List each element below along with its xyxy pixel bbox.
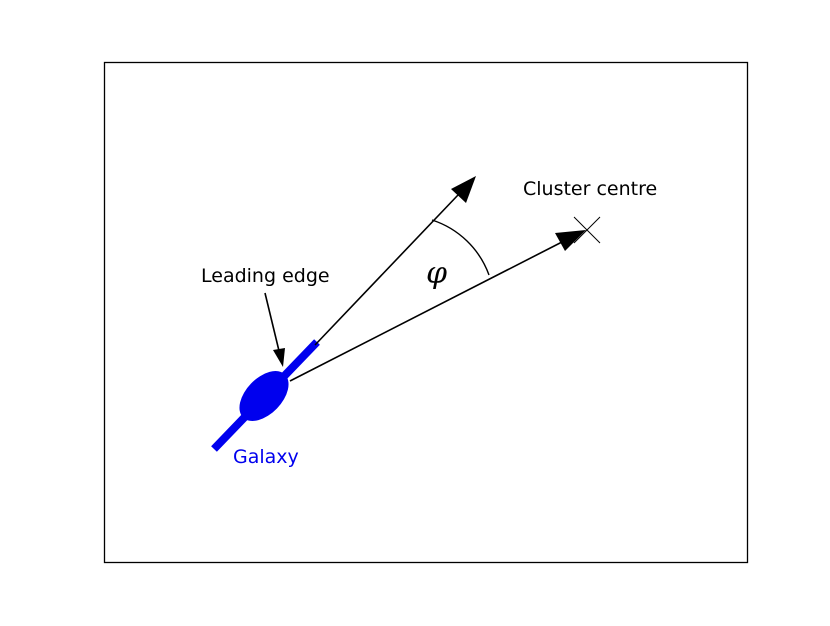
cluster-centre-marker (573, 216, 601, 244)
leading-edge-pointer-arrowhead (273, 348, 285, 367)
galaxy-body (239, 371, 289, 421)
leading-edge-pointer-line (264, 292, 281, 356)
galaxy-label: Galaxy (233, 446, 299, 468)
motion-direction-arrowhead (451, 176, 476, 203)
leading-edge-label: Leading edge (201, 265, 330, 287)
angle-arc (431, 219, 490, 276)
cluster-direction-line (289, 241, 563, 382)
cluster-direction-arrowhead (555, 230, 586, 251)
cluster-centre-label: Cluster centre (523, 178, 657, 200)
plot-frame (103, 61, 749, 564)
angle-phi-label: φ (426, 256, 447, 291)
